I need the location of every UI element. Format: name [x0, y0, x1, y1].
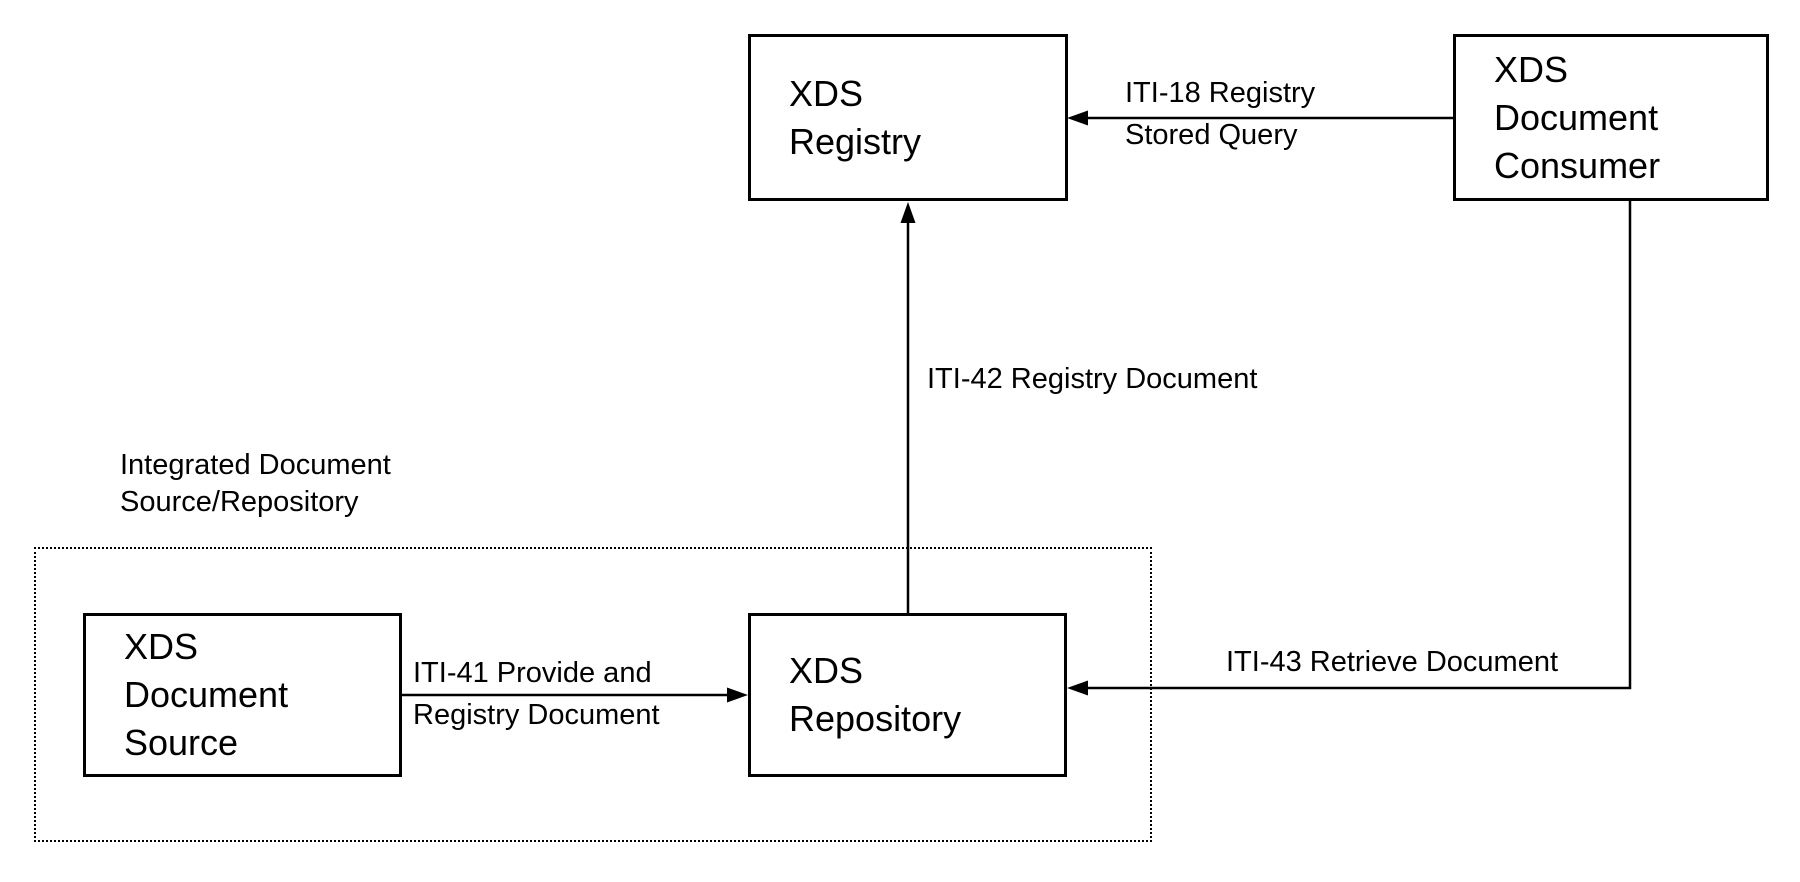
node-xds-document-source-label: XDS Document Source	[124, 626, 289, 763]
edge-iti18-label: ITI-18 Registry Stored Query	[1125, 77, 1316, 151]
edge-iti18-arrowhead	[1067, 110, 1088, 126]
edge-iti41-label: ITI-41 Provide and Registry Document	[413, 657, 660, 731]
edge-iti43-label: ITI-43 Retrieve Document	[1226, 646, 1559, 678]
node-xds-registry: XDS Registry	[748, 34, 1068, 201]
node-xds-document-consumer-label: XDS Document Consumer	[1494, 48, 1661, 186]
edge-iti42-label: ITI-42 Registry Document	[927, 363, 1258, 395]
node-xds-repository-label: XDS Repository	[789, 650, 962, 739]
edge-iti42-arrowhead	[900, 202, 916, 223]
edge-iti43-arrowhead	[1067, 680, 1088, 696]
node-xds-document-consumer: XDS Document Consumer	[1453, 34, 1769, 201]
node-xds-document-source: XDS Document Source	[83, 613, 402, 777]
integrated-source-repository-group-label: Integrated Document Source/Repository	[120, 449, 391, 518]
edge-iti43-line	[1084, 201, 1632, 690]
edge-iti41-arrowhead	[727, 687, 748, 703]
node-xds-registry-label: XDS Registry	[789, 72, 922, 162]
node-xds-repository: XDS Repository	[748, 613, 1067, 777]
integrated-source-repository-group-box	[34, 547, 1152, 842]
